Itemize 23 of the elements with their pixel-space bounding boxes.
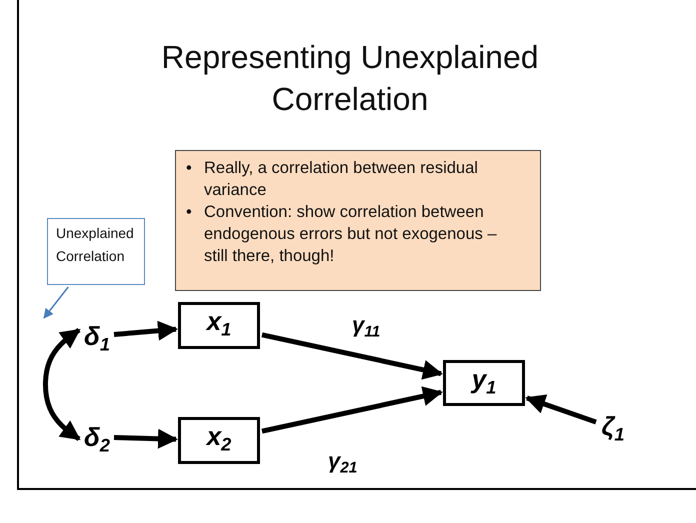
- bullet-text: Really, a correlation between residual variance: [204, 159, 478, 199]
- variable-symbol: δ$_{1}$: [82, 321, 112, 351]
- arrow: [114, 320, 178, 341]
- variable-label: x$_{1}$: [206, 306, 232, 342]
- arrow: [525, 394, 597, 424]
- slide-title: Representing Unexplained Correlation: [160, 38, 540, 119]
- arrow: [114, 428, 178, 449]
- arrow: [261, 332, 443, 380]
- callout-box: Unexplained Correlation: [47, 218, 145, 285]
- variable-label: y$_{1}$: [472, 364, 496, 400]
- variable-box: [178, 417, 260, 464]
- bullet-mark: •: [186, 158, 192, 179]
- variable-symbol: ζ$_{1}$: [598, 411, 628, 445]
- variable-box: [443, 360, 525, 406]
- variable-symbol: δ$_{2}$: [82, 422, 112, 452]
- curved-arrow: [42, 328, 81, 442]
- arrow: [261, 386, 443, 434]
- variable-box: [178, 302, 260, 349]
- note-box: [175, 150, 541, 291]
- leader-line: [43, 286, 69, 319]
- variable-label: x$_{2}$: [206, 421, 232, 457]
- bullet-mark: •: [186, 202, 192, 223]
- bullet-text: Convention: show correlation between endogenous errors but not exogenous – still there, though!: [204, 203, 497, 265]
